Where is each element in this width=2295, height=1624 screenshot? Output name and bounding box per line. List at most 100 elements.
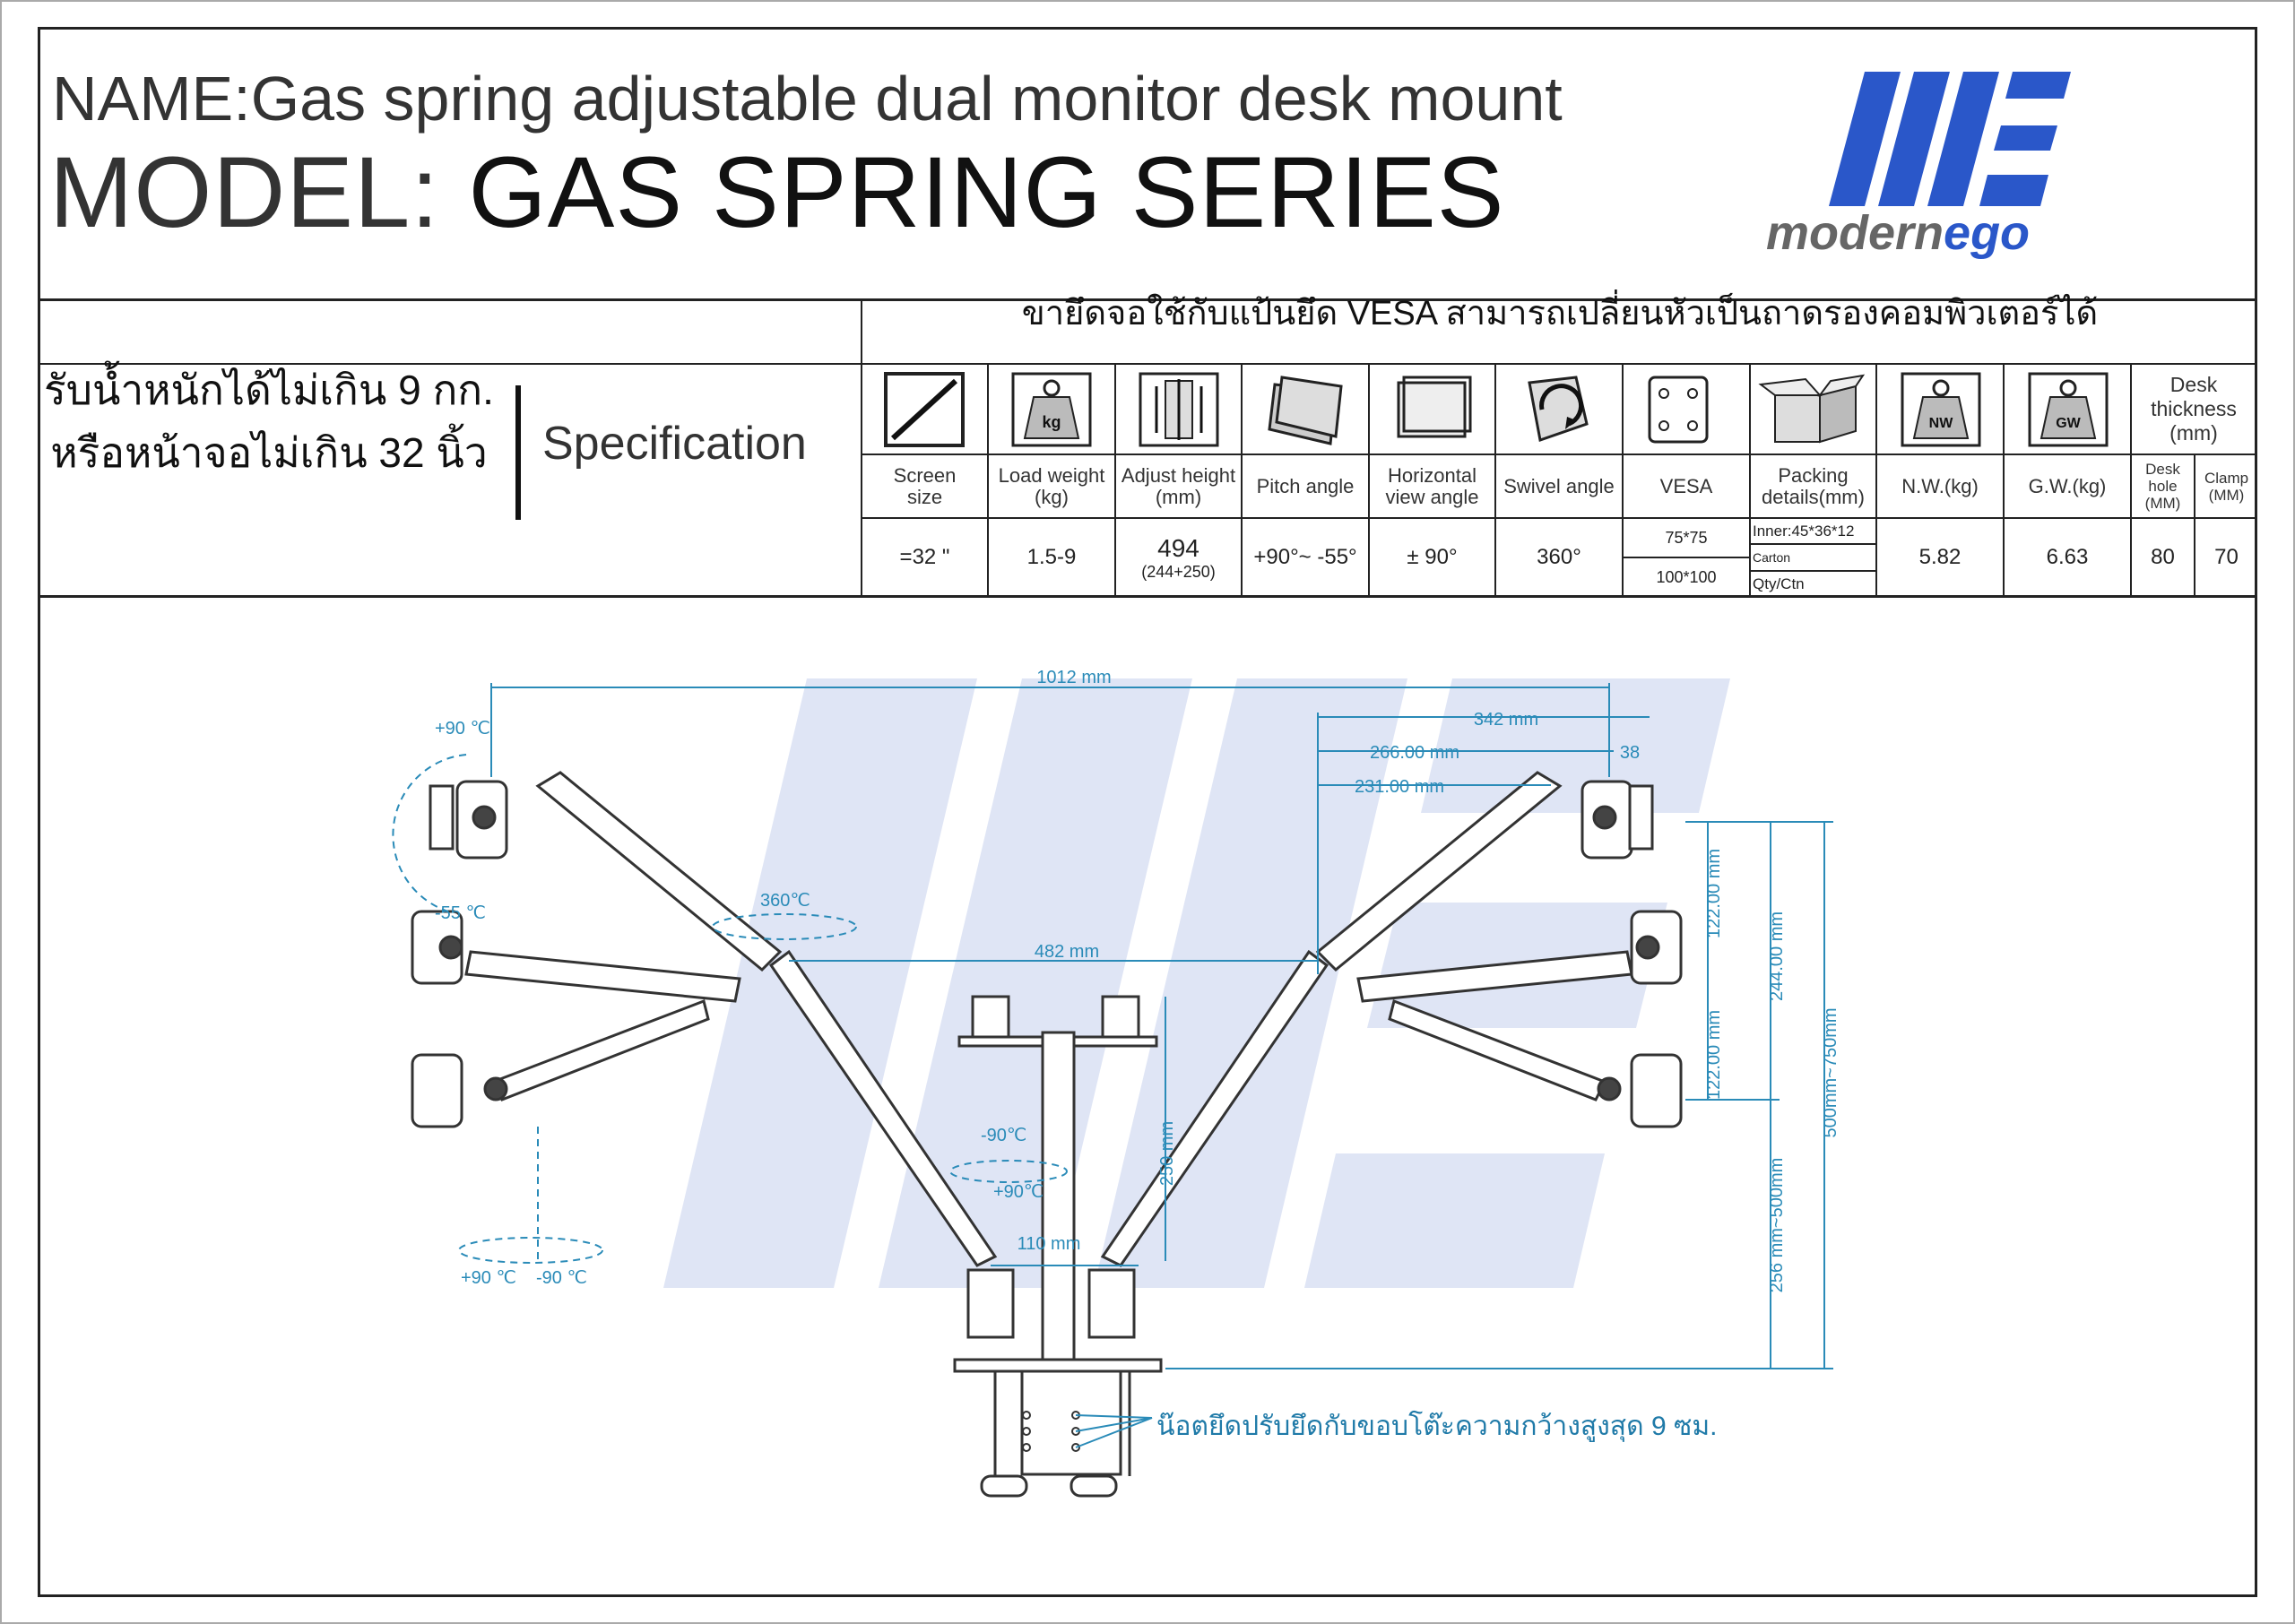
vesa-value-75: 75*75 xyxy=(1665,528,1708,547)
packing-carton: Carton xyxy=(1753,550,1791,565)
rule xyxy=(1749,363,1751,596)
rule xyxy=(1114,363,1116,596)
rule xyxy=(861,298,862,596)
dimension-lines xyxy=(392,683,1833,1369)
packing-box-icon xyxy=(1758,374,1866,444)
pitch-angle-header: Pitch angle xyxy=(1256,474,1355,497)
svg-text:kg: kg xyxy=(1042,413,1061,431)
brand-logo: modernego xyxy=(1766,72,2071,260)
spec-sheet xyxy=(38,27,2257,1597)
net-weight-header: N.W.(kg) xyxy=(1901,474,1979,497)
clamp-value: 70 xyxy=(2214,545,2239,569)
angle-360: 360℃ xyxy=(760,891,810,911)
gross-weight-value: 6.63 xyxy=(2046,545,2089,569)
rule xyxy=(1622,363,1624,596)
dim-500-750: 500mm~750mm xyxy=(1821,1007,1840,1137)
rule xyxy=(1368,363,1370,596)
mount-pole xyxy=(953,995,1163,1498)
packing-inner: Inner:45*36*12 xyxy=(1753,522,1855,540)
watermark-logo xyxy=(663,678,1730,1288)
table-title: ขายึดจอใช้กับแป้นยึด VESA สามารถเปลี่ยนห… xyxy=(1021,295,2099,333)
horizontal-view-icon xyxy=(1397,376,1472,438)
rule xyxy=(1875,363,1877,596)
pitch-angle-value: +90°~ -55° xyxy=(1253,545,1357,569)
dim-244: 244.00 mm xyxy=(1767,911,1787,1001)
swivel-angle-icon xyxy=(1528,376,1589,442)
dim-342: 342 mm xyxy=(1474,710,1538,730)
dimension-drawing: 1012 mm 342 mm 266.00 mm 231.00 mm 38 48… xyxy=(392,668,1840,1498)
dim-110: 110 mm xyxy=(1018,1234,1081,1254)
rule xyxy=(38,595,2257,598)
screen-size-value: =32 " xyxy=(899,545,950,569)
vesa-header: VESA xyxy=(1659,474,1713,497)
angle-minus90-center: -90℃ xyxy=(981,1126,1026,1145)
angle-plus90: +90 ℃ xyxy=(435,719,490,739)
product-model: MODEL: GAS SPRING SERIES xyxy=(49,136,1505,248)
dim-38: 38 xyxy=(1620,743,1640,763)
left-arm xyxy=(411,771,998,1267)
rule xyxy=(987,363,989,596)
angle-minus55: -55 ℃ xyxy=(435,903,486,923)
vesa-icon xyxy=(1648,376,1709,444)
dim-250: 250 mm xyxy=(1157,1121,1177,1186)
svg-text:GW: GW xyxy=(2056,416,2081,431)
dim-256-500: 256 mm~500mm xyxy=(1767,1158,1787,1293)
rule xyxy=(38,363,2257,365)
adjust-height-header: Adjust height(mm) xyxy=(1121,463,1236,508)
net-weight-value: 5.82 xyxy=(1918,545,1962,569)
spec-icons: kg NW xyxy=(884,372,2109,447)
rule xyxy=(861,454,2257,455)
svg-text:NW: NW xyxy=(1929,416,1954,431)
vesa-value-100: 100*100 xyxy=(1656,567,1717,586)
rule xyxy=(1749,570,1875,572)
screen-size-icon xyxy=(884,372,965,447)
rule xyxy=(2130,363,2132,596)
dim-266: 266.00 mm xyxy=(1370,743,1459,763)
desk-hole-value: 80 xyxy=(2151,545,2175,569)
clamp-holes xyxy=(1022,1411,1080,1452)
dim-122-bottom: 122.00 mm xyxy=(1704,1010,1724,1100)
dim-482: 482 mm xyxy=(1035,942,1099,962)
dim-122-top: 122.00 mm xyxy=(1704,849,1724,938)
angle-plus90-bottom: +90 ℃ xyxy=(461,1268,516,1288)
gross-weight-icon: GW xyxy=(2028,372,2109,447)
load-weight-value: 1.5-9 xyxy=(1026,545,1077,569)
rule xyxy=(1241,363,1243,596)
dim-1012: 1012 mm xyxy=(1036,668,1111,687)
gross-weight-header: G.W.(kg) xyxy=(2028,474,2107,497)
logo-mark xyxy=(1829,72,2071,206)
swivel-angle-value: 360° xyxy=(1537,545,1581,569)
adjust-height-icon xyxy=(1139,372,1219,447)
packing-qty: Qty/Ctn xyxy=(1753,574,1805,592)
rule xyxy=(861,517,2257,519)
rule xyxy=(2194,454,2195,596)
divider-bar xyxy=(515,385,521,520)
rule xyxy=(2003,363,2005,596)
clamp-pointers xyxy=(1075,1414,1153,1448)
clamp-note: น๊อตยึดปรับยึดกับขอบโต๊ะความกว้างสูงสุด … xyxy=(1156,1412,1718,1441)
logo-wordmark: modernego xyxy=(1766,206,2030,260)
product-name: NAME:Gas spring adjustable dual monitor … xyxy=(52,64,1563,134)
swivel-angle-header: Swivel angle xyxy=(1503,474,1615,497)
rule xyxy=(38,298,2257,301)
net-weight-icon: NW xyxy=(1901,372,1981,447)
rule xyxy=(1622,557,1749,558)
rule xyxy=(1494,363,1496,596)
adjust-height-value: 494 (244+250) xyxy=(1141,533,1216,581)
specification-label: Specification xyxy=(542,418,807,470)
right-arm xyxy=(1100,771,1683,1267)
pitch-angle-icon xyxy=(1268,376,1343,445)
rule xyxy=(1749,543,1875,545)
angle-minus90-bottom: -90 ℃ xyxy=(536,1268,587,1288)
load-weight-icon: kg xyxy=(1011,372,1092,447)
load-weight-header: Load weight(kg) xyxy=(998,463,1105,508)
clamp-header: Clamp(MM) xyxy=(2204,469,2249,504)
load-capacity-note: รับน้ำหนักได้ไม่เกิน 9 กก. หรือหน้าจอไม่… xyxy=(44,367,494,476)
angle-plus90-center: +90℃ xyxy=(993,1182,1044,1202)
horizontal-view-value: ± 90° xyxy=(1407,545,1458,569)
